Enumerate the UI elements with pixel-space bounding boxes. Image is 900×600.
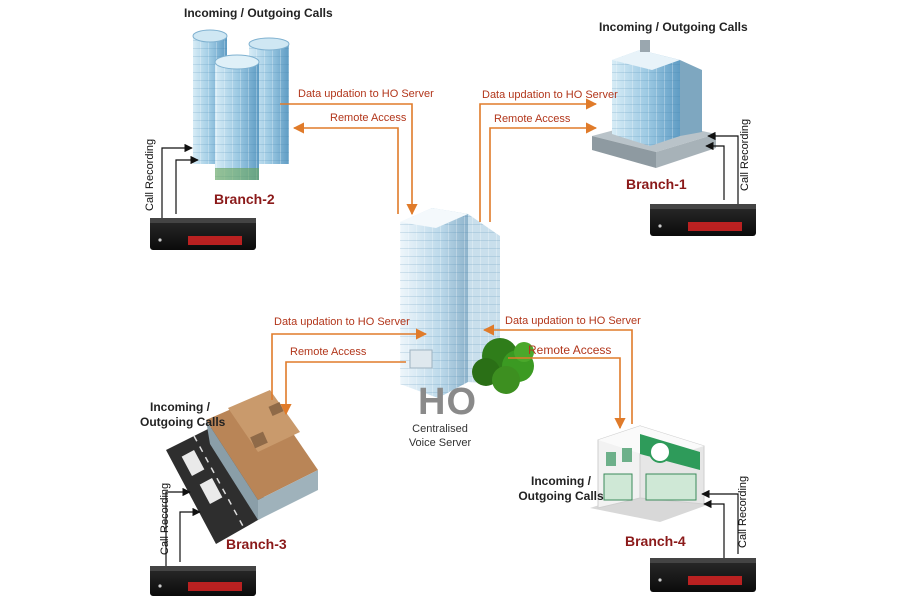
ho-title: HO [418,381,477,423]
data-flow-arrows [271,98,633,430]
branch-4-data-updation-label: Data updation to HO Server [505,315,641,327]
ho-subtitle-line1: Centralised [412,423,468,435]
branch-2-remote-access-label: Remote Access [330,112,407,124]
branch-1-calls-label: Incoming / Outgoing Calls [599,20,748,34]
branch-1-label: Branch-1 [626,176,687,192]
ho-subtitle-line2: Voice Server [408,437,472,450]
voice-logger-device [650,558,756,592]
branch-2-call-recording-label: Call Recording [144,138,156,211]
branch-3-label: Branch-3 [226,536,287,552]
ho-subtitle: Centralised Voice Server [408,422,472,451]
branch-4-calls-line1: Incoming / [531,474,591,488]
branch-2-building [192,29,290,180]
branch-2-calls-label: Incoming / Outgoing Calls [184,6,333,20]
branch-1-call-recording-label: Call Recording [739,118,751,191]
branch-4-building [590,425,710,522]
branch-4-call-recording-label: Call Recording [737,475,749,548]
branch-4-calls-label: Incoming / Outgoing Calls [518,475,604,502]
branch-2-label: Branch-2 [214,191,275,207]
voice-logger-device [150,218,256,250]
branch-1-building [592,40,716,168]
branch-3-calls-label: Incoming / Outgoing Calls [140,400,226,429]
branch-3-calls-line2: Outgoing Calls [140,415,226,429]
call-recording-connectors [161,131,739,566]
branch-3-call-recording-label: Call Recording [159,482,171,555]
ho-building [400,208,500,398]
voice-logger-device [650,204,756,236]
branch-1-data-updation-label: Data updation to HO Server [482,89,618,101]
branch-3-calls-line1: Incoming / [150,400,210,414]
voice-logger-device [150,566,256,596]
branch-3-building [166,390,318,544]
branch-3-remote-access-label: Remote Access [290,346,367,358]
branch-4-label: Branch-4 [625,533,686,549]
branch-3-data-updation-label: Data updation to HO Server [274,316,410,328]
branch-4-remote-access-label: Remote Access [528,343,612,357]
branch-2-data-updation-label: Data updation to HO Server [298,88,434,100]
branch-1-remote-access-label: Remote Access [494,113,571,125]
branch-4-calls-line2: Outgoing Calls [518,489,604,503]
